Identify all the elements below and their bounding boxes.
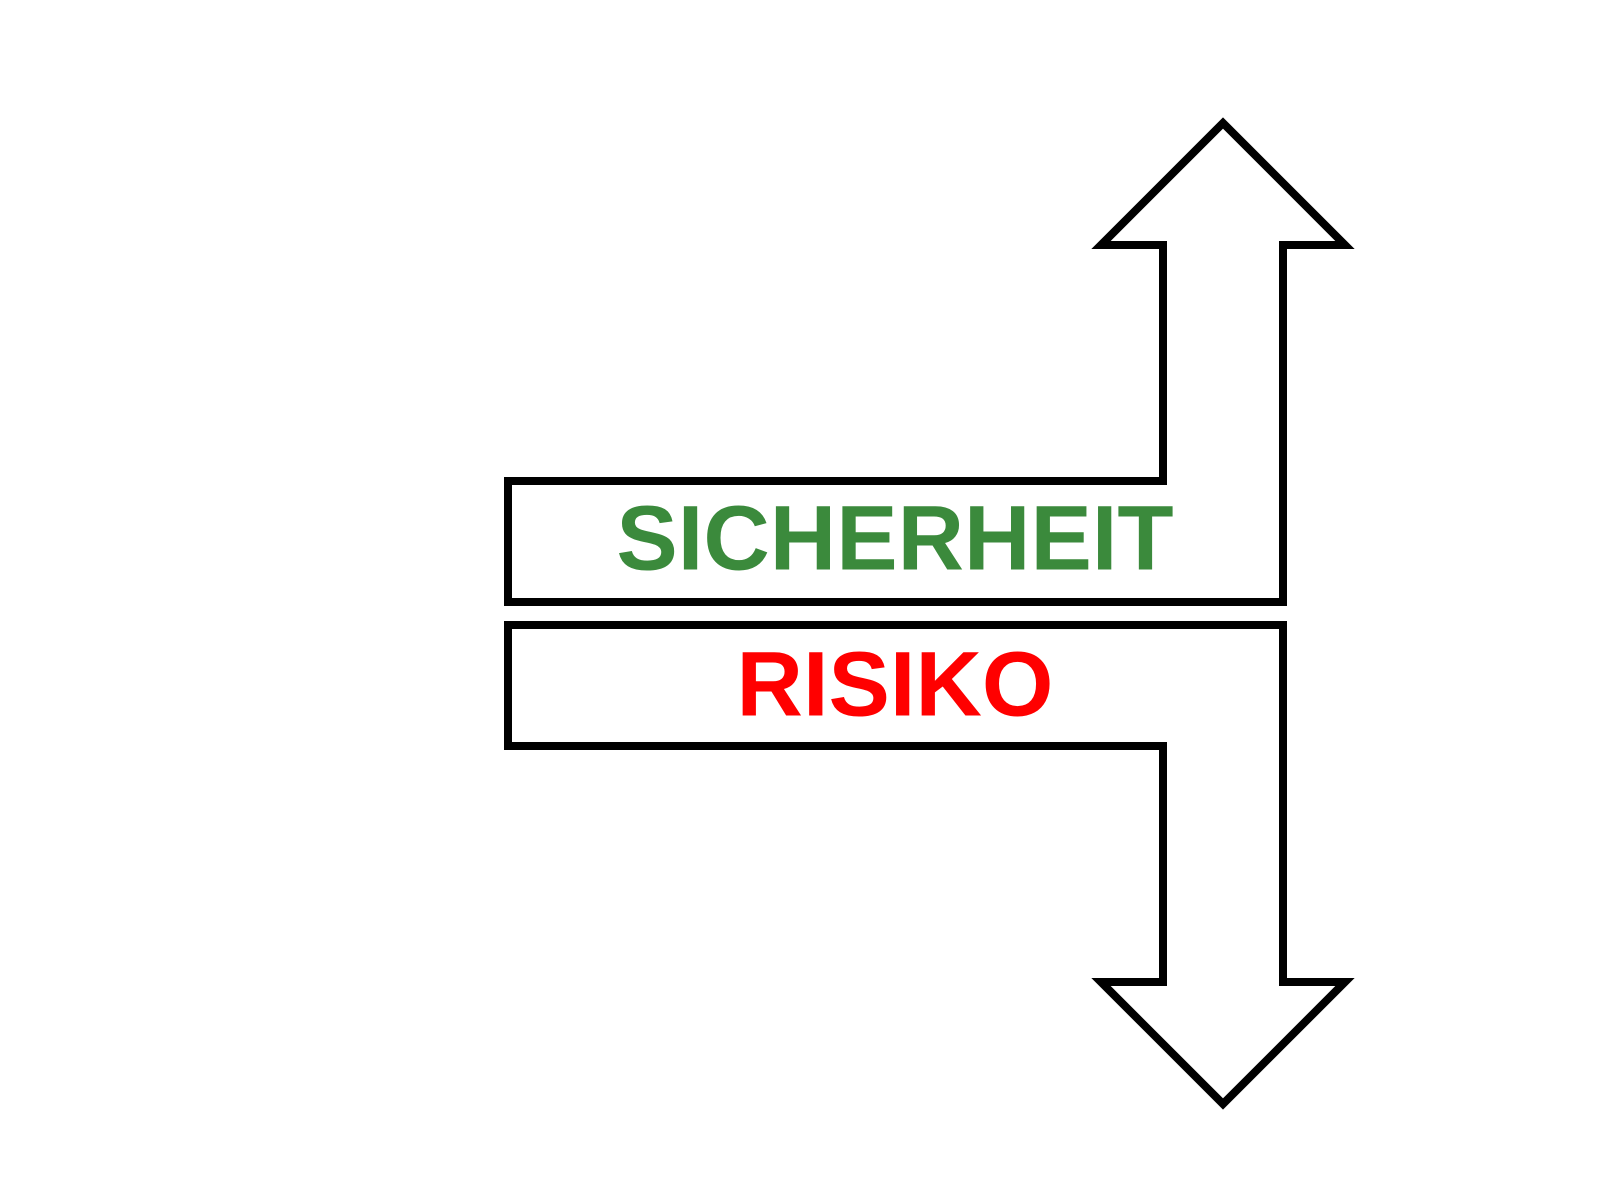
upper-arrow: SICHERHEIT [504, 117, 1355, 606]
lower-arrow-outline [504, 621, 1355, 1110]
lower-arrow: RISIKO [504, 621, 1355, 1110]
lower-arrow-label: RISIKO [737, 633, 1054, 735]
upper-arrow-label: SICHERHEIT [616, 487, 1173, 589]
upper-arrow-outline [504, 117, 1355, 606]
